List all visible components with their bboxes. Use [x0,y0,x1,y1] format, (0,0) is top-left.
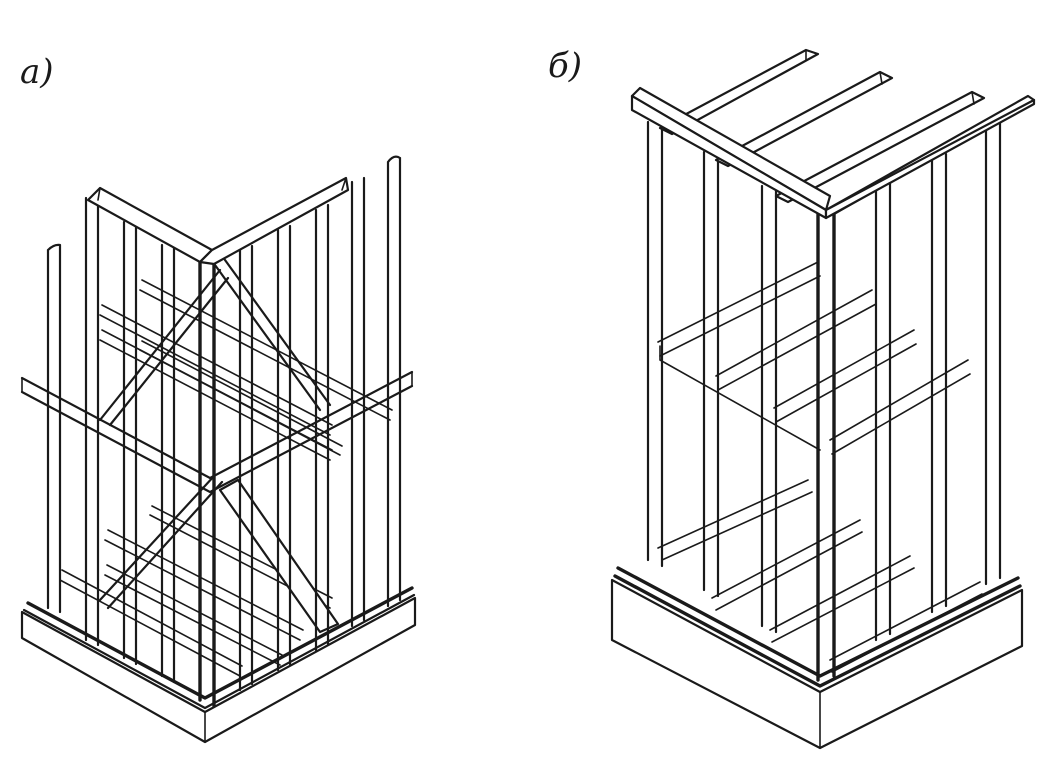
panel-a-frame [20,155,417,744]
panel-b-foundation [610,566,1024,750]
panel-a-studs-right [238,155,402,692]
panel-b-top-plates [630,86,1036,220]
panel-a-studs-left [46,193,176,684]
panel-b-frame [610,48,1036,750]
panel-b-label: б) [548,46,583,86]
panel-b-studs-right [874,120,1002,642]
panel-a-label: a) [20,52,54,92]
panel-b-ceiling-joists [658,48,986,204]
panel-b-studs-left [646,120,778,634]
panel-a-ledger [20,370,414,494]
panel-a-top-plates [86,176,350,266]
panel-b-corner-post [816,208,836,682]
panel-a-corner-post [198,260,216,708]
